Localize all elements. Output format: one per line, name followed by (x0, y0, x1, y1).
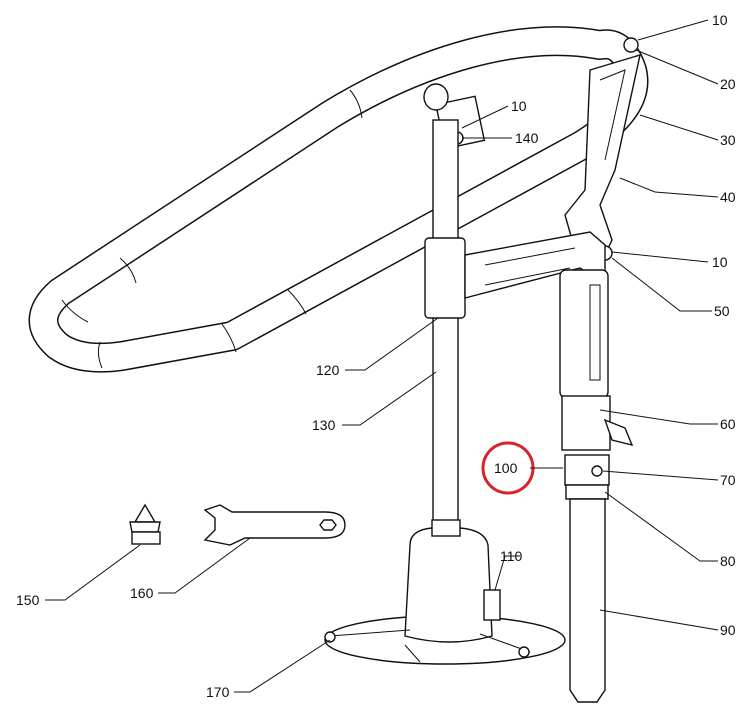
base-bell-part (404, 527, 493, 643)
callout-110: 110 (500, 548, 523, 564)
callout-130: 130 (312, 417, 336, 433)
screw-70 (591, 465, 603, 477)
callout-20: 20 (720, 76, 736, 92)
ring-80-part (565, 484, 609, 500)
callout-160: 160 (130, 585, 154, 601)
callout-120: 120 (316, 362, 340, 378)
wrench-160-part (203, 504, 346, 546)
callout-100: 100 (494, 460, 518, 476)
callout-40: 40 (720, 189, 736, 205)
column-part (432, 119, 459, 531)
callout-10: 10 (511, 98, 527, 114)
sleeve-part (424, 237, 466, 319)
column-foot-part (431, 519, 461, 537)
callout-10: 10 (712, 12, 728, 28)
callout-60: 60 (720, 416, 736, 432)
leader-lines (45, 19, 719, 693)
housing-part (559, 269, 609, 399)
cylinder-90-part (569, 498, 606, 703)
bolt-20 (623, 37, 639, 53)
callout-30: 30 (720, 132, 736, 148)
callout-70: 70 (720, 472, 736, 488)
callout-50: 50 (714, 303, 730, 319)
callout-labels: 10 20 30 40 10 50 60 70 80 90 10 140 120… (16, 12, 736, 700)
callout-90: 90 (720, 622, 736, 638)
barrel-60-part (561, 395, 611, 451)
pin-part (423, 83, 449, 111)
stud-110-part (483, 589, 501, 621)
callout-140: 140 (515, 130, 539, 146)
callout-150: 150 (16, 592, 40, 608)
callout-10: 10 (712, 254, 728, 270)
callout-170: 170 (206, 684, 230, 700)
wing-screw-part (603, 418, 634, 447)
handle-loop-part (28, 26, 649, 373)
part-150 (129, 503, 161, 545)
callout-80: 80 (720, 553, 736, 569)
